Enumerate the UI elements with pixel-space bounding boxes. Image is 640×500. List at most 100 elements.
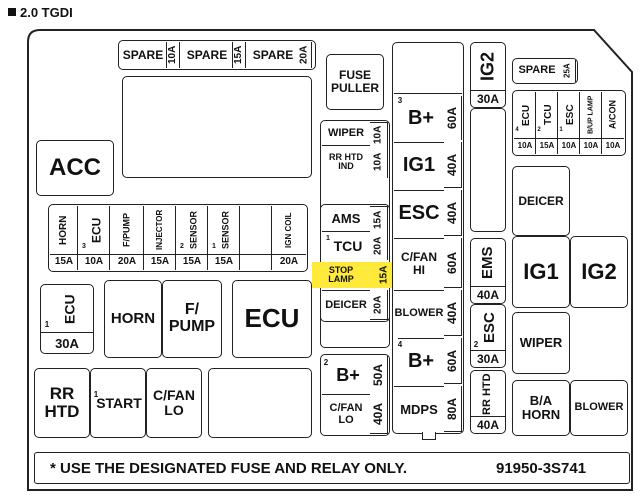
mini-fuse-sensor2-num: 2 (180, 243, 184, 251)
fuse-ams-label: AMS (322, 206, 370, 232)
big-fuse-bplus3-label: B+ (407, 106, 435, 129)
horn-relay: HORN (104, 280, 162, 358)
footer-part-number: 91950-3S741 (496, 460, 587, 477)
fpump-relay: F/ PUMP (162, 280, 222, 358)
top-spare-row (118, 40, 316, 70)
footer-note: * USE THE DESIGNATED FUSE AND RELAY ONLY… (50, 460, 408, 477)
big-fuse-column-blank (394, 44, 462, 94)
right-mini-acon-amp: 10A (602, 138, 624, 154)
fuse-bplus2-label: B+ (336, 364, 360, 385)
big-fuse-bplus3-num: 3 (397, 95, 403, 105)
big-fuse-bplus4-amp: 60A (444, 338, 462, 384)
ecu1-fuse-num: 1 (44, 319, 50, 329)
ecu1-fuse-amp: 30A (40, 332, 94, 354)
rrhtd-relay: RR HTD (34, 368, 90, 438)
ig2-relay: IG2 (570, 236, 628, 308)
mini-fuse-empty (240, 206, 272, 270)
mini-fuse-row (48, 204, 308, 272)
mini-fuse-ecu3-label: ECU (89, 217, 104, 243)
mini-fuse-igncoil: IGN COIL 20A (272, 206, 306, 270)
fuse-cfanlo-small-amp: 40A (370, 394, 388, 434)
mini-fuse-sensor2-label: SENSOR (188, 211, 199, 250)
esc2-fuse-label: ESC (481, 312, 499, 344)
spare-fuse-3-label: SPARE (252, 47, 294, 62)
right-mini-esc1-num: 1 (559, 126, 563, 133)
right-mini-tcu2-label: TCU (542, 104, 554, 126)
esc2-fuse-amp: 30A (470, 350, 506, 368)
blower-relay: BLOWER (570, 380, 628, 436)
big-fuse-cfanhi-label: C/FAN HI (394, 238, 444, 288)
right-mini-ecu4-label: ECU (520, 104, 532, 126)
ecu1-fuse (40, 284, 94, 354)
blank-block (122, 76, 312, 178)
esc2-fuse (470, 304, 506, 368)
spare-fuse-2-amp: 15A (232, 42, 246, 68)
mini-fuse-igncoil-label: IGN COIL (283, 212, 293, 248)
ems-fuse-label: EMS (479, 246, 497, 280)
right-mini-esc1-label: ESC (564, 104, 576, 126)
mini-fuse-empty-divider (240, 254, 272, 270)
fuse-deicer-amp: 20A (370, 290, 388, 320)
fuse-rrhtdind-amp: 10A (370, 146, 388, 178)
mini-fuse-ecu3: 3 ECU 10A (78, 206, 110, 270)
ems-fuse-amp: 40A (470, 286, 506, 304)
esc2-fuse-num: 2 (473, 339, 479, 349)
mini-fuse-injector-label: INJECTOR (154, 209, 164, 251)
mini-fuse-sensor2: 2 SENSOR 15A (176, 206, 208, 270)
right-mini-buplamp-amp: 10A (580, 138, 602, 154)
cfanlo-relay: C/FAN LO (146, 368, 202, 438)
big-fuse-mdps-amp: 80A (444, 386, 462, 432)
ecu1-fuse-label: ECU (61, 294, 78, 324)
mini-fuse-fpump: F/PUMP 20A (110, 206, 144, 270)
mini-fuse-igncoil-amp: 20A (272, 254, 306, 270)
big-fuse-bplus3-amp: 60A (444, 96, 462, 140)
mini-fuse-injector-amp: 15A (144, 254, 176, 270)
right-mini-tcu2-amp: 15A (536, 138, 558, 154)
big-fuse-bplus4-num: 4 (397, 339, 403, 349)
right-mini-ecu4-amp: 10A (514, 138, 536, 154)
big-fuse-ig1-amp: 40A (444, 142, 462, 188)
mini-fuse-fpump-label: F/PUMP (121, 213, 132, 248)
fuse-puller[interactable]: FUSE PULLER (326, 54, 384, 110)
fuse-bplus2-amp: 50A (370, 356, 388, 394)
fuse-stoplamp-label: STOP LAMP (312, 262, 370, 288)
mini-fuse-ecu3-amp: 10A (78, 254, 110, 270)
ig2-fuse (470, 42, 506, 108)
mini-fuse-sensor1-label: SENSOR (220, 211, 231, 250)
big-fuse-bottom-tab (422, 432, 436, 440)
ig2-blank-block (470, 108, 506, 232)
right-spare-label: SPARE (518, 64, 556, 77)
mini-fuse-sensor1-num: 1 (212, 243, 216, 251)
header-title: 2.0 TGDI (20, 4, 73, 20)
start-relay (90, 368, 146, 438)
ems-fuse (470, 238, 506, 304)
spare-fuse-3-amp: 20A (298, 42, 312, 68)
fuse-tcu-amp: 20A (370, 232, 388, 260)
right-mini-tcu2-num: 2 (537, 126, 541, 133)
right-mini-ecu4-num: 4 (515, 126, 519, 133)
right-mini-acon-label: A/CON (607, 100, 618, 130)
right-mini-esc1: 1 ESC 10A (558, 92, 580, 154)
mini-fuse-sensor1-amp: 15A (208, 254, 240, 270)
big-fuse-esc-amp: 40A (444, 190, 462, 236)
fuse-bplus2-block (320, 354, 390, 436)
start-relay-label: START (96, 394, 142, 411)
rrhtd-fuse (470, 370, 506, 434)
right-mini-esc1-amp: 10A (558, 138, 580, 154)
right-mini-acon: A/CON 10A (602, 92, 624, 154)
mini-fuse-sensor1: 1 SENSOR 15A (208, 206, 240, 270)
big-fuse-ig1-label: IG1 (394, 142, 444, 188)
mini-fuse-horn-amp: 15A (50, 254, 78, 270)
big-fuse-mdps-label: MDPS (394, 386, 444, 432)
wiper-relay: WIPER (512, 312, 570, 374)
fuse-rrhtdind-label: RR HTD IND (329, 151, 363, 171)
right-mini-buplamp: B/UP LAMP 10A (580, 92, 602, 154)
fuse-wiper-label: WIPER (322, 122, 370, 146)
mini-fuse-injector: INJECTOR 15A (144, 206, 176, 270)
fuse-cfanlo-small-label: C/FAN LO (322, 394, 370, 434)
mini-fuse-horn-label: HORN (57, 215, 69, 245)
rrhtd-fuse-amp: 40A (470, 416, 506, 434)
big-fuse-cfanhi-amp: 60A (444, 238, 462, 288)
big-fuse-blower-label: BLOWER (394, 290, 444, 336)
ig2-fuse-label: IG2 (477, 51, 498, 81)
